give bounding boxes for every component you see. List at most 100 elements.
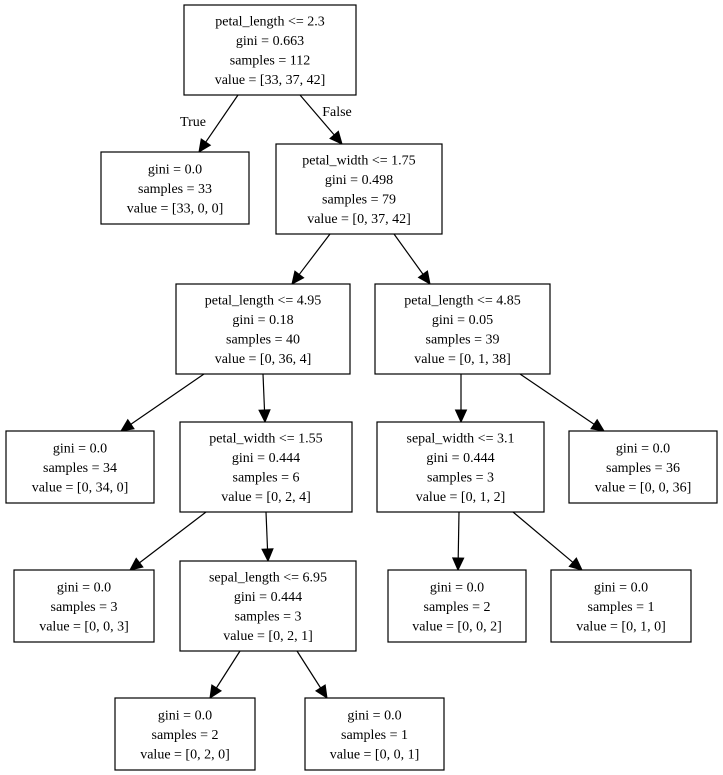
arrowhead-icon [120, 418, 135, 432]
node-line: value = [0, 0, 36] [595, 480, 692, 495]
tree-node-n6: petal_width <= 1.55 gini = 0.444 samples =… [179, 421, 353, 513]
edge-line [130, 373, 205, 425]
node-line: value = [0, 0, 1] [330, 747, 420, 762]
node-line: gini = 0.444 [234, 590, 302, 605]
edge-n0-n1: True [180, 94, 239, 153]
node-box [114, 697, 256, 771]
arrowhead-icon [329, 130, 343, 145]
node-line: value = [0, 1, 2] [416, 490, 506, 505]
node-box [175, 283, 351, 375]
node-line: samples = 112 [230, 54, 310, 69]
edge-n3-n6 [258, 373, 271, 424]
edge-line [296, 650, 322, 689]
edge-n0-n2: False [299, 94, 352, 145]
tree-node-n5: gini = 0.0 samples = 34 value = [0, 34, 0] [5, 430, 155, 504]
node-line: gini = 0.0 [616, 441, 670, 456]
node-line: petal_width <= 1.55 [209, 432, 322, 447]
node-line: value = [0, 2, 1] [223, 629, 313, 644]
node-line: gini = 0.0 [53, 441, 107, 456]
node-line: value = [33, 0, 0] [127, 201, 224, 216]
edge-line [265, 511, 269, 550]
edge-line [139, 511, 207, 564]
node-line: value = [0, 37, 42] [307, 212, 411, 227]
node-line: samples = 3 [51, 600, 118, 615]
node-line: gini = 0.0 [430, 580, 484, 595]
tree-node-n7: sepal_width <= 3.1 gini = 0.444 samples = … [376, 421, 545, 513]
node-line: samples = 79 [322, 193, 396, 208]
node-line: samples = 6 [233, 471, 300, 486]
node-box [183, 4, 357, 96]
node-line: value = [0, 0, 2] [412, 619, 502, 634]
node-box [568, 430, 718, 504]
node-line: gini = 0.444 [232, 451, 300, 466]
tree-node-n0: petal_length <= 2.3 gini = 0.663 samples =… [183, 4, 357, 96]
arrowhead-icon [291, 270, 305, 285]
edge-n10-n13 [209, 650, 241, 700]
arrowhead-icon [129, 557, 144, 571]
edge-line [512, 511, 574, 563]
node-box [5, 430, 155, 504]
node-line: sepal_length <= 6.95 [209, 571, 327, 586]
node-line: value = [0, 2, 4] [221, 490, 311, 505]
edge-n7-n11 [451, 511, 465, 572]
node-box [374, 283, 551, 375]
node-box [13, 569, 155, 643]
node-line: value = [33, 37, 42] [215, 73, 326, 88]
node-line: value = [0, 34, 0] [32, 480, 129, 495]
tree-node-n11: gini = 0.0 samples = 2 value = [0, 0, 2] [387, 569, 527, 643]
arrowhead-icon [454, 409, 468, 424]
node-line: value = [0, 36, 4] [215, 352, 312, 367]
arrowhead-icon [258, 409, 271, 424]
node-line: samples = 39 [426, 333, 500, 348]
node-box [550, 569, 692, 643]
node-line: samples = 1 [341, 728, 408, 743]
node-box [179, 560, 357, 652]
edge-line [215, 650, 241, 689]
edge-n2-n4 [393, 233, 431, 285]
node-box [376, 421, 545, 513]
node-line: value = [0, 2, 0] [140, 747, 230, 762]
node-line: value = [0, 0, 3] [39, 619, 129, 634]
node-line: petal_length <= 2.3 [215, 15, 325, 30]
edge-n2-n3 [291, 233, 331, 285]
node-line: samples = 34 [43, 461, 117, 476]
arrowhead-icon [314, 684, 328, 700]
node-line: gini = 0.0 [347, 708, 401, 723]
node-line: samples = 3 [427, 471, 494, 486]
node-line: sepal_width <= 3.1 [407, 432, 515, 447]
arrowhead-icon [261, 548, 274, 563]
edge-line [262, 373, 266, 411]
node-line: gini = 0.444 [426, 451, 494, 466]
nodes-layer: petal_length <= 2.3 gini = 0.663 samples =… [5, 4, 718, 771]
node-line: gini = 0.05 [432, 313, 493, 328]
edge-n3-n5 [120, 373, 205, 432]
node-line: gini = 0.18 [232, 313, 293, 328]
edge-n4-n7 [454, 374, 468, 424]
edge-label: False [322, 105, 352, 120]
node-line: value = [0, 1, 0] [576, 619, 666, 634]
edge-line [457, 511, 460, 559]
node-line: samples = 33 [138, 182, 212, 197]
node-line: samples = 2 [152, 728, 219, 743]
arrowhead-icon [451, 557, 465, 572]
node-line: gini = 0.663 [236, 34, 304, 49]
edge-line [393, 233, 424, 275]
node-line: gini = 0.0 [148, 162, 202, 177]
edge-line [519, 373, 595, 425]
node-line: gini = 0.498 [325, 173, 393, 188]
edge-n7-n12 [512, 511, 583, 571]
node-line: samples = 2 [424, 600, 491, 615]
edge-line [299, 94, 335, 136]
node-line: samples = 40 [226, 333, 300, 348]
tree-node-n1: gini = 0.0 samples = 33 value = [33, 0, 0] [100, 151, 250, 225]
edge-n6-n10 [261, 511, 274, 563]
node-line: gini = 0.0 [594, 580, 648, 595]
node-box [275, 143, 443, 235]
